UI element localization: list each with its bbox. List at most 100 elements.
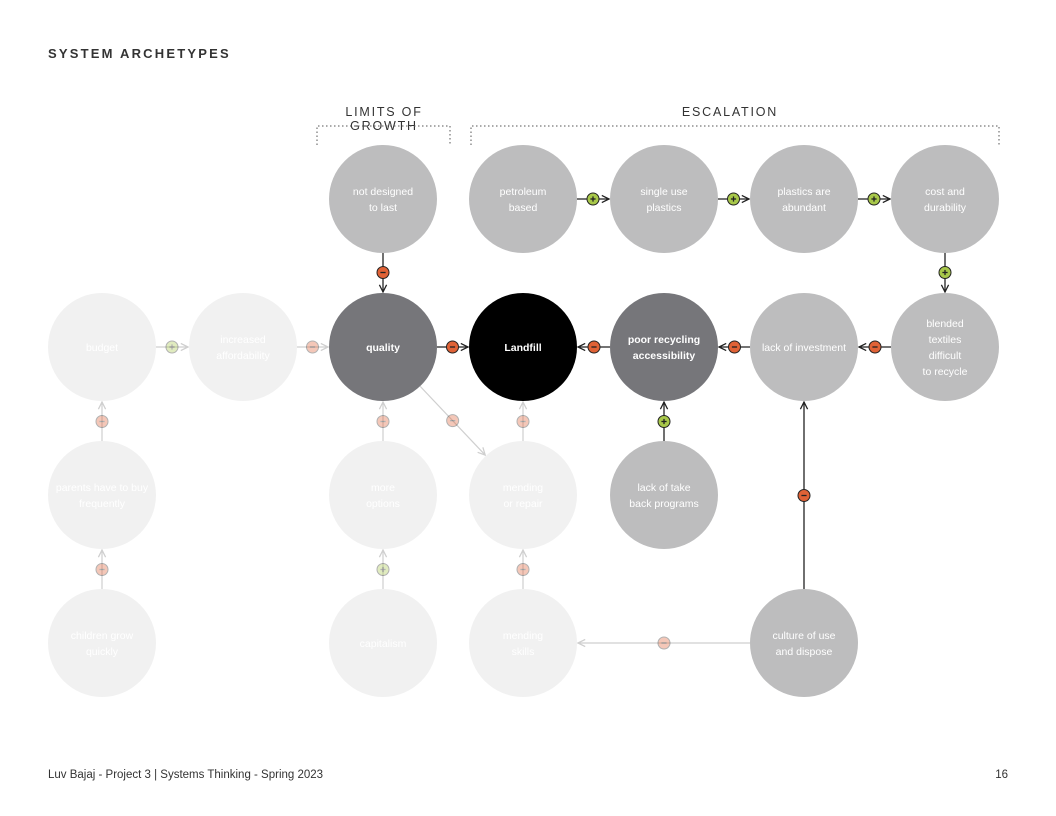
node-capitalism: capitalism bbox=[329, 589, 437, 697]
node-label-line: quality bbox=[366, 342, 400, 354]
node-label-line: children grow bbox=[71, 630, 134, 642]
node-circle bbox=[469, 145, 577, 253]
polarity-positive-icon bbox=[727, 192, 740, 206]
polarity-negative-icon bbox=[95, 563, 109, 576]
node-label-line: frequently bbox=[79, 498, 126, 510]
node-circle bbox=[610, 293, 718, 401]
node-budget: budget bbox=[48, 293, 156, 401]
node-circle bbox=[750, 589, 858, 697]
node-lack-of-take-back: lack of take back programs bbox=[610, 441, 718, 549]
node-circle bbox=[189, 293, 297, 401]
node-label-line: cost and bbox=[925, 186, 965, 198]
node-label-line: capitalism bbox=[360, 638, 407, 650]
node-circle bbox=[48, 441, 156, 549]
polarity-negative-icon bbox=[306, 340, 319, 354]
node-cost-and-durability: cost and durability bbox=[891, 145, 999, 253]
node-label-line: blended bbox=[926, 318, 964, 330]
node-label-line: and dispose bbox=[776, 646, 833, 658]
polarity-positive-icon bbox=[165, 340, 179, 354]
node-plastics-are-abundant: plastics are abundant bbox=[750, 145, 858, 253]
polarity-negative-icon bbox=[516, 415, 530, 428]
node-circle bbox=[891, 145, 999, 253]
polarity-negative-icon bbox=[376, 415, 390, 428]
node-circle bbox=[329, 441, 437, 549]
node-label-line: quickly bbox=[86, 646, 119, 658]
polarity-negative-icon bbox=[587, 340, 601, 354]
node-circle bbox=[469, 293, 577, 401]
bracket-escalation bbox=[470, 125, 1000, 145]
node-circle bbox=[750, 293, 858, 401]
group-label-escalation: ESCALATION bbox=[681, 105, 779, 119]
node-circle bbox=[469, 441, 577, 549]
node-blended-textiles: blended textiles difficult to recycle bbox=[891, 293, 999, 401]
node-circle bbox=[329, 589, 437, 697]
node-circle bbox=[891, 293, 999, 401]
polarity-positive-icon bbox=[586, 192, 600, 206]
page-title: SYSTEM ARCHETYPES bbox=[48, 46, 231, 61]
node-label-line: budget bbox=[86, 342, 118, 354]
node-label-line: petroleum bbox=[500, 186, 547, 198]
node-label-line: or repair bbox=[503, 498, 543, 510]
polarity-negative-icon bbox=[95, 415, 109, 428]
polarity-negative-icon bbox=[797, 489, 811, 502]
node-culture-of-use-and-dispose: culture of use and dispose bbox=[750, 589, 858, 697]
polarity-positive-icon bbox=[867, 192, 881, 206]
node-label-line: accessibility bbox=[633, 350, 696, 362]
node-not-designed-to-last: not designed to last bbox=[329, 145, 437, 253]
node-label-line: lack of investment bbox=[762, 342, 846, 354]
node-label-line: increased bbox=[220, 334, 266, 346]
node-label-line: abundant bbox=[782, 202, 826, 214]
node-landfill: Landfill bbox=[469, 293, 577, 401]
node-label-line: mending bbox=[503, 482, 543, 494]
polarity-negative-icon bbox=[446, 340, 459, 354]
node-label-line: more bbox=[371, 482, 395, 494]
node-circle bbox=[469, 589, 577, 697]
node-label-line: back programs bbox=[629, 498, 698, 510]
node-mending-skills: mending skills bbox=[469, 589, 577, 697]
node-children-grow-quickly: children grow quickly bbox=[48, 589, 156, 697]
polarity-negative-icon bbox=[657, 636, 671, 650]
node-label-line: options bbox=[366, 498, 400, 510]
node-quality: quality bbox=[329, 293, 437, 401]
node-label-line: parents have to buy bbox=[56, 482, 149, 494]
polarity-positive-icon bbox=[376, 563, 390, 576]
bracket-limits-of-growth bbox=[316, 125, 451, 145]
node-label-line: plastics are bbox=[777, 186, 830, 198]
node-circle bbox=[750, 145, 858, 253]
node-label-line: lack of take bbox=[637, 482, 690, 494]
node-label-line: mending bbox=[503, 630, 543, 642]
node-label-line: single use bbox=[640, 186, 687, 198]
node-lack-of-investment: lack of investment bbox=[750, 293, 858, 401]
page-number: 16 bbox=[995, 769, 1008, 781]
node-circle bbox=[610, 441, 718, 549]
node-label-line: textiles bbox=[929, 334, 962, 346]
polarity-negative-icon bbox=[728, 340, 741, 354]
node-label-line: culture of use bbox=[772, 630, 835, 642]
polarity-negative-icon bbox=[516, 563, 530, 576]
link-quality-to-mending-or-repair bbox=[419, 385, 485, 455]
node-label-line: difficult bbox=[929, 350, 962, 362]
node-label-line: to last bbox=[369, 202, 397, 214]
polarity-markers-layer bbox=[95, 192, 952, 650]
node-poor-recycling-accessibility: poor recycling accessibility bbox=[610, 293, 718, 401]
node-circle bbox=[329, 293, 437, 401]
node-label-line: to recycle bbox=[923, 366, 968, 378]
node-label-line: not designed bbox=[353, 186, 413, 198]
node-circle bbox=[610, 145, 718, 253]
node-mending-or-repair: mending or repair bbox=[469, 441, 577, 549]
node-label-line: poor recycling bbox=[628, 334, 700, 346]
node-label-line: skills bbox=[512, 646, 535, 658]
polarity-negative-icon bbox=[868, 340, 882, 354]
node-label-line: durability bbox=[924, 202, 967, 214]
node-circle bbox=[48, 293, 156, 401]
node-circle bbox=[329, 145, 437, 253]
node-circle bbox=[48, 589, 156, 697]
node-label-line: Landfill bbox=[504, 342, 541, 354]
footer-credit: Luv Bajaj - Project 3 | Systems Thinking… bbox=[48, 769, 324, 781]
polarity-negative-icon bbox=[446, 414, 460, 428]
